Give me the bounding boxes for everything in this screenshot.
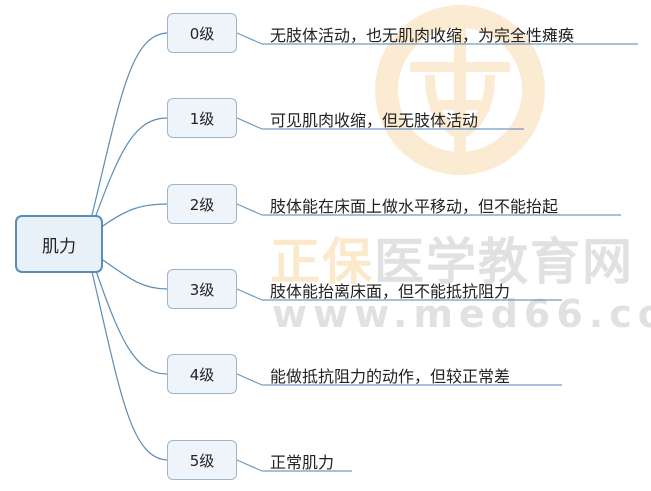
root-node: 肌力 [15,215,103,273]
underline-4 [236,373,263,386]
level-node-2: 2级 [167,184,237,224]
level-node-0: 0级 [167,13,237,53]
underline-1 [236,117,263,130]
level-description-2: 肢体能在床面上做水平移动，但不能抬起 [270,197,559,216]
connector-2 [99,203,168,229]
connector-3 [99,257,168,290]
level-node-5: 5级 [167,440,237,480]
watermark-url: www.med66.com [272,292,651,336]
connector-5 [91,271,168,461]
watermark-brand: 正保医学教育网 [270,233,634,291]
level-node-4: 4级 [167,354,237,394]
level-node-3: 3级 [167,269,237,309]
level-node-1: 1级 [167,98,237,138]
connector-0 [91,32,168,216]
level-description-3: 肢体能抬离床面，但不能抵抗阻力 [270,282,511,301]
connector-1 [94,117,168,219]
underline-5 [236,459,263,472]
level-description-5: 正常肌力 [270,453,335,472]
level-description-4: 能做抵抗阻力的动作，但较正常差 [270,367,511,386]
underline-2 [236,203,263,216]
underline-3 [236,288,263,301]
underline-0 [236,32,263,45]
watermark-logo-icon [375,5,545,175]
connector-4 [94,267,168,375]
level-description-0: 无肢体活动，也无肌肉收缩，为完全性瘫痪 [270,26,575,45]
level-description-1: 可见肌肉收缩，但无肢体活动 [270,111,479,130]
